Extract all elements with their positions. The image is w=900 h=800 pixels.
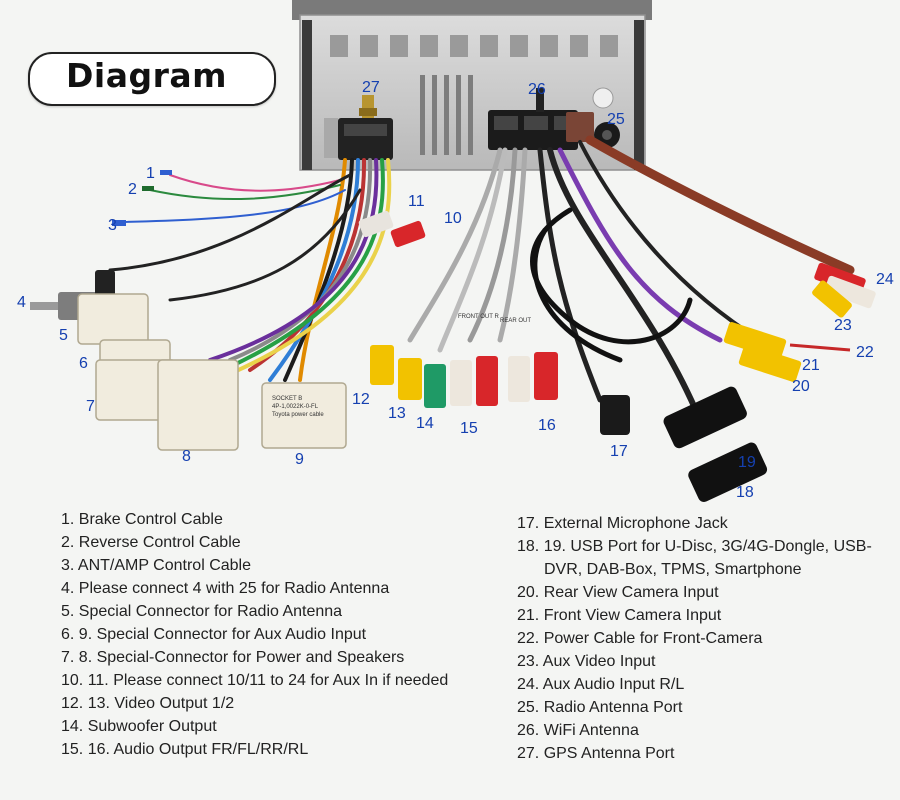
usb-ports xyxy=(663,386,768,502)
callout-1: 1 xyxy=(146,165,155,182)
legend-right: 17. External Microphone Jack 18. 19. USB… xyxy=(517,512,887,765)
callout-5: 5 xyxy=(59,327,68,344)
legend-item: 3. ANT/AMP Control Cable xyxy=(61,557,252,574)
diagram-title: Diagram xyxy=(66,56,228,95)
callout-16: 16 xyxy=(538,417,556,434)
callout-20: 20 xyxy=(792,378,810,395)
rear-multi-socket xyxy=(488,110,578,150)
gps-antenna-port xyxy=(359,95,377,120)
callout-26: 26 xyxy=(528,81,546,98)
white-connectors xyxy=(77,293,347,451)
toyota-label-line-1: SOCKET B xyxy=(272,396,302,402)
callout-27: 27 xyxy=(362,79,380,96)
camera-inputs xyxy=(723,322,851,382)
callout-22: 22 xyxy=(856,344,874,361)
callout-10: 10 xyxy=(444,210,462,227)
callout-4: 4 xyxy=(17,294,26,311)
legend-item: 25. Radio Antenna Port xyxy=(517,699,683,716)
callout-23: 23 xyxy=(834,317,852,334)
callout-7: 7 xyxy=(86,398,95,415)
legend-item: 10. 11. Please connect 10/11 to 24 for A… xyxy=(61,672,449,689)
legend-item: 12. 13. Video Output 1/2 xyxy=(61,695,235,712)
brown-socket xyxy=(566,112,594,142)
callout-6: 6 xyxy=(79,355,88,372)
legend-item: 1. Brake Control Cable xyxy=(61,511,223,528)
callout-19: 19 xyxy=(738,454,756,471)
callout-3: 3 xyxy=(108,217,117,234)
legend-item: 7. 8. Special-Connector for Power and Sp… xyxy=(61,649,405,666)
callout-labels: 1 2 3 4 5 6 7 8 9 10 11 12 13 14 15 16 1… xyxy=(17,79,894,501)
callout-21: 21 xyxy=(802,357,820,374)
toyota-power-cable-label: SOCKET B 4P-1,0022K-0-FL Toyota power ca… xyxy=(272,396,324,418)
legend-item: 20. Rear View Camera Input xyxy=(517,584,719,601)
callout-18: 18 xyxy=(736,484,754,501)
callout-12: 12 xyxy=(352,391,370,408)
legend-left: 1. Brake Control Cable 2. Reverse Contro… xyxy=(61,508,501,761)
rear-out-label: REAR OUT xyxy=(500,318,531,324)
legend-item: 17. External Microphone Jack xyxy=(517,515,728,532)
legend-item: 5. Special Connector for Radio Antenna xyxy=(61,603,343,620)
legend-item: 24. Aux Audio Input R/L xyxy=(517,676,685,693)
legend-item: 22. Power Cable for Front-Camera xyxy=(517,630,763,647)
title-badge xyxy=(28,52,276,106)
legend-item: 14. Subwoofer Output xyxy=(61,718,217,735)
callout-17: 17 xyxy=(610,443,628,460)
callout-13: 13 xyxy=(388,405,406,422)
callout-15: 15 xyxy=(460,420,478,437)
rca-plugs-aux-top xyxy=(358,210,426,248)
legend-item: 27. GPS Antenna Port xyxy=(517,745,675,762)
toyota-label-line-2: 4P-1,0022K-0-FL xyxy=(272,404,319,410)
legend-item: 18. 19. USB Port for U-Disc, 3G/4G-Dongl… xyxy=(517,538,872,578)
legend-item: 6. 9. Special Connector for Aux Audio In… xyxy=(61,626,367,643)
wifi-antenna-port xyxy=(536,88,544,112)
legend-item: 23. Aux Video Input xyxy=(517,653,656,670)
legend-item: 15. 16. Audio Output FR/FL/RR/RL xyxy=(61,741,309,758)
legend-item: 4. Please connect 4 with 25 for Radio An… xyxy=(61,580,390,597)
toyota-label-line-3: Toyota power cable xyxy=(272,412,324,418)
callout-2: 2 xyxy=(128,181,137,198)
callout-24: 24 xyxy=(876,271,894,288)
callout-11: 11 xyxy=(408,193,425,210)
control-wire-terminals xyxy=(112,170,172,226)
callout-8: 8 xyxy=(182,448,191,465)
microphone-jack xyxy=(600,395,630,435)
legend-item: 21. Front View Camera Input xyxy=(517,607,722,624)
legend-item: 2. Reverse Control Cable xyxy=(61,534,241,551)
callout-25: 25 xyxy=(607,111,625,128)
wires xyxy=(108,135,855,423)
front-out-label: FRONT OUT R xyxy=(458,314,499,320)
output-cable-labels: FRONT OUT R REAR OUT xyxy=(458,314,531,324)
callout-9: 9 xyxy=(295,451,304,468)
rca-plugs-outputs xyxy=(370,345,558,408)
main-harness-socket xyxy=(338,118,393,160)
legend-item: 26. WiFi Antenna xyxy=(517,722,639,739)
aux-inputs xyxy=(812,262,876,318)
callout-14: 14 xyxy=(416,415,434,432)
